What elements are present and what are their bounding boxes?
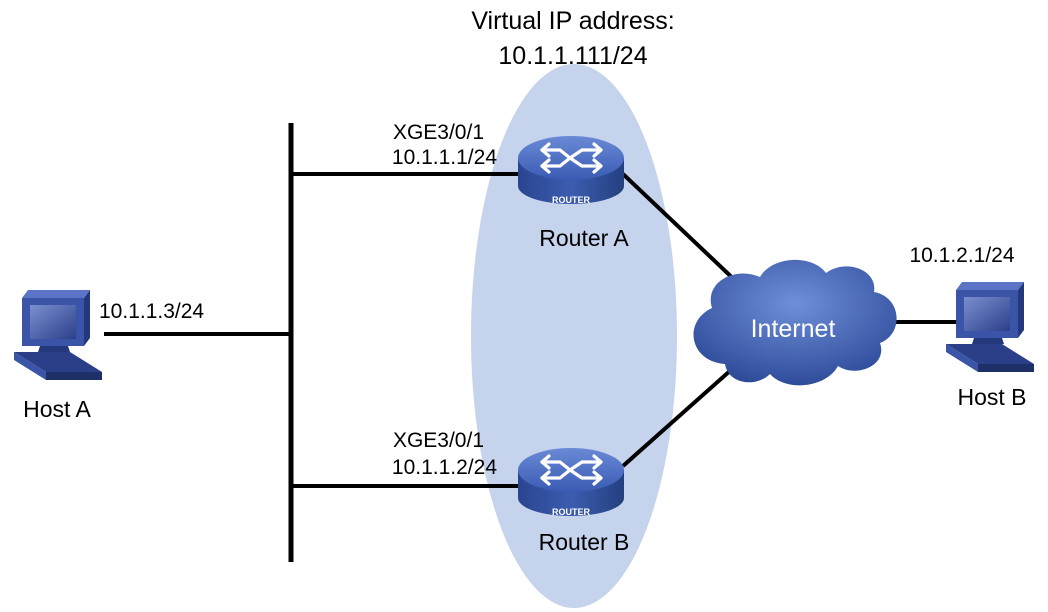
host-b-ip-label: 10.1.2.1/24 — [909, 244, 1014, 267]
router-b-icon — [518, 448, 624, 516]
router-a-name: Router A — [539, 225, 629, 251]
link-router-b-internet — [621, 368, 733, 468]
host-a-computer-icon — [14, 290, 102, 380]
router-a-icon — [518, 136, 624, 204]
host-b-name: Host B — [957, 384, 1026, 410]
vrrp-virtual-ip: 10.1.1.111/24 — [498, 42, 647, 70]
internet-label: Internet — [751, 315, 836, 343]
router-b-name: Router B — [539, 529, 630, 555]
router-a-ip-label: 10.1.1.1/24 — [392, 146, 497, 169]
host-b-computer-icon — [946, 282, 1034, 372]
link-router-a-internet — [621, 172, 742, 287]
router-a-badge: ROUTER — [552, 195, 591, 205]
router-a-interface-label: XGE3/0/1 — [393, 121, 484, 144]
host-a-name: Host A — [23, 396, 91, 422]
router-b-interface-label: XGE3/0/1 — [393, 429, 484, 452]
vrrp-title-line1: Virtual IP address: — [471, 7, 674, 35]
host-a-ip-label: 10.1.1.3/24 — [99, 300, 204, 323]
router-b-ip-label: 10.1.1.2/24 — [392, 456, 497, 479]
router-b-badge: ROUTER — [552, 507, 591, 517]
internet-cloud-icon — [693, 259, 897, 386]
